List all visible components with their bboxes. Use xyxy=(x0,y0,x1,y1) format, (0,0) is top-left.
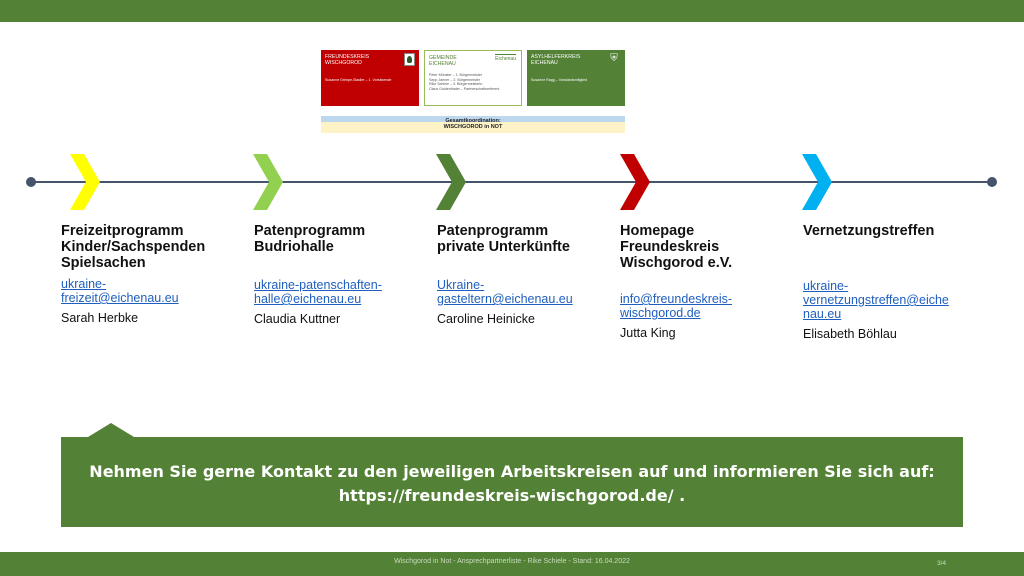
org-box-subtitle: Susanne Grimpe-Stadler – 1. Vorsitzende xyxy=(325,78,392,82)
email-line: info@freundeskreis- xyxy=(620,292,733,306)
title-line: Budriohalle xyxy=(254,239,334,255)
timeline-item-title: Vernetzungstreffen xyxy=(803,223,983,239)
org-box-title: EICHENAU xyxy=(429,61,456,67)
org-box-title: WISCHGOROD xyxy=(325,60,362,66)
chevron-icon xyxy=(436,154,466,210)
contact-person: Jutta King xyxy=(620,326,676,340)
timeline-end-dot xyxy=(987,177,997,187)
org-box-title: EICHENAU xyxy=(531,60,558,66)
contact-email-link[interactable]: ukraine-freizeit@eichenau.eu xyxy=(61,277,241,305)
contact-email-link[interactable]: ukraine-patenschaften-halle@eichenau.eu xyxy=(254,278,434,306)
email-line: ukraine- xyxy=(61,277,107,291)
coordination-label: Gesamtkoordination: xyxy=(445,118,501,124)
coordination-name: WISCHGOROD in NOT xyxy=(443,124,503,130)
org-box-title: GEMEINDE xyxy=(429,55,457,61)
title-line: private Unterkünfte xyxy=(437,239,570,255)
org-box-title: ASYLHELFERKREIS xyxy=(531,54,581,60)
footer-bar: Wischgorod in Not - Ansprechpartnerliste… xyxy=(0,552,1024,576)
org-member: Claus Goldenthaler – Partnerschaftsrefer… xyxy=(429,86,500,91)
contact-email-link[interactable]: info@freundeskreis-wischgorod.de xyxy=(620,292,800,320)
contact-callout: Nehmen Sie gerne Kontakt zu den jeweilig… xyxy=(61,437,963,527)
contact-person: Sarah Herbke xyxy=(61,311,139,325)
eichenau-logo: Eichenau xyxy=(495,54,516,62)
contact-person: Elisabeth Böhlau xyxy=(803,327,897,341)
timeline-item: Vernetzungstreffen ukraine-vernetzungstre… xyxy=(803,223,983,341)
crest-icon xyxy=(404,53,415,66)
chevron-icon xyxy=(620,154,650,210)
email-line: nau.eu xyxy=(803,307,842,321)
coordination-box: Gesamtkoordination: WISCHGOROD in NOT xyxy=(321,116,625,133)
org-box-freundeskreis: FREUNDESKREIS WISCHGOROD Susanne Grimpe-… xyxy=(321,50,419,106)
chevron-icon xyxy=(253,154,283,210)
timeline-line xyxy=(31,181,992,183)
title-line: Homepage xyxy=(620,223,695,239)
title-line: Vernetzungstreffen xyxy=(803,223,935,239)
org-box-subtitle: Susanne Ragg – Vorstandsmitglied xyxy=(531,78,588,82)
callout-notch xyxy=(88,423,134,437)
contact-email-link[interactable]: Ukraine-gasteltern@eichenau.eu xyxy=(437,278,617,306)
org-box-subtitle: Peter Münster – 1. Bürgermeister Sepp Ja… xyxy=(429,73,517,91)
chevron-icon xyxy=(70,154,100,210)
org-member: Rike Schiele – 3. Bürgermeisterin xyxy=(429,82,483,86)
email-line: freizeit@eichenau.eu xyxy=(61,291,179,305)
email-line: halle@eichenau.eu xyxy=(254,292,362,306)
email-line: gasteltern@eichenau.eu xyxy=(437,292,573,306)
top-bar xyxy=(0,0,1024,22)
page-number: 3/4 xyxy=(936,560,946,567)
org-member: Peter Münster – 1. Bürgermeister xyxy=(429,73,483,77)
callout-text: Nehmen Sie gerne Kontakt zu den jeweilig… xyxy=(61,460,963,508)
email-line: Ukraine- xyxy=(437,278,485,292)
email-line: vernetzungstreffen@eiche xyxy=(803,293,949,307)
org-box-gemeinde: GEMEINDE EICHENAU Eichenau Peter Münster… xyxy=(424,50,522,106)
org-box-asylhelferkreis: ASYLHELFERKREIS EICHENAU Susanne Ragg – … xyxy=(527,50,625,106)
title-line: Patenprogramm xyxy=(437,223,549,239)
footer-text: Wischgorod in Not - Ansprechpartnerliste… xyxy=(394,558,630,565)
contact-person: Caroline Heinicke xyxy=(437,312,535,326)
title-line: Freizeitprogramm xyxy=(61,223,184,239)
title-line: Wischgorod e.V. xyxy=(620,255,733,271)
chevron-icon xyxy=(802,154,832,210)
callout-line-2[interactable]: https://freundeskreis-wischgorod.de/ . xyxy=(338,486,686,505)
title-line: Patenprogramm xyxy=(254,223,366,239)
org-member: Sepp Janner – 2. Bürgermeister xyxy=(429,77,480,82)
callout-line-1: Nehmen Sie gerne Kontakt zu den jeweilig… xyxy=(89,462,935,481)
title-line: Freundeskreis xyxy=(620,239,720,255)
title-line: Spielsachen xyxy=(61,255,146,271)
email-line: ukraine-patenschaften- xyxy=(254,278,382,292)
title-line: Kinder/Sachspenden xyxy=(61,239,206,255)
email-line: wischgorod.de xyxy=(620,306,701,320)
email-line: ukraine- xyxy=(803,279,849,293)
timeline-start-dot xyxy=(26,177,36,187)
org-box-title: FREUNDESKREIS xyxy=(325,54,370,60)
shield-icon: ⛨ xyxy=(610,53,618,64)
contact-person: Claudia Kuttner xyxy=(254,312,341,326)
